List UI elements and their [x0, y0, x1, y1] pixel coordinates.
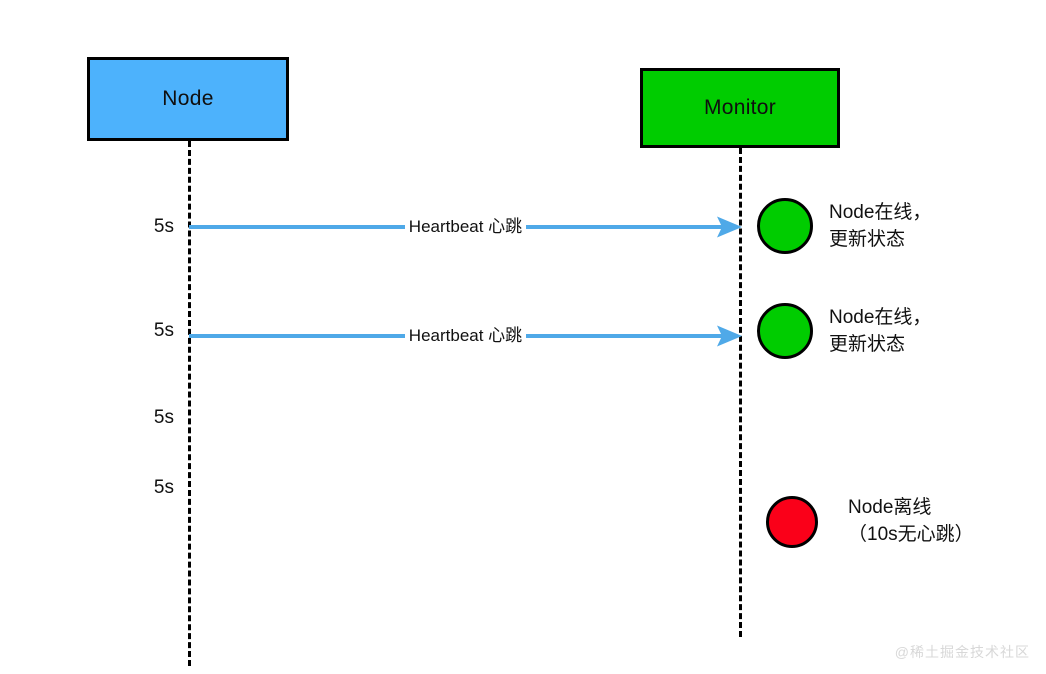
- interval-label-3: 5s: [153, 407, 174, 428]
- message-label-2: Heartbeat 心跳: [404, 326, 527, 346]
- message-heartbeat-1[interactable]: Heartbeat 心跳: [189, 214, 742, 240]
- lifeline-node: [188, 141, 191, 666]
- watermark: @稀土掘金技术社区: [894, 644, 1030, 660]
- status-text-online-2: Node在线， 更新状态: [829, 307, 932, 355]
- interval-label-2: 5s: [153, 320, 174, 341]
- status-dot-online-2: [757, 303, 813, 359]
- lifeline-monitor: [739, 148, 742, 637]
- status-dot-online-1: [757, 198, 813, 254]
- status-dot-offline: [766, 496, 818, 548]
- status-text-online-1: Node在线， 更新状态: [829, 202, 932, 250]
- message-label-1: Heartbeat 心跳: [404, 217, 527, 237]
- participant-box-node[interactable]: Node: [87, 57, 289, 141]
- participant-label-monitor: Monitor: [703, 96, 777, 119]
- message-heartbeat-2[interactable]: Heartbeat 心跳: [189, 323, 742, 349]
- interval-label-4: 5s: [153, 477, 174, 498]
- status-text-offline: Node离线 （10s无心跳）: [848, 497, 974, 545]
- participant-box-monitor[interactable]: Monitor: [640, 68, 840, 148]
- participant-label-node: Node: [162, 87, 214, 110]
- interval-label-1: 5s: [153, 216, 174, 237]
